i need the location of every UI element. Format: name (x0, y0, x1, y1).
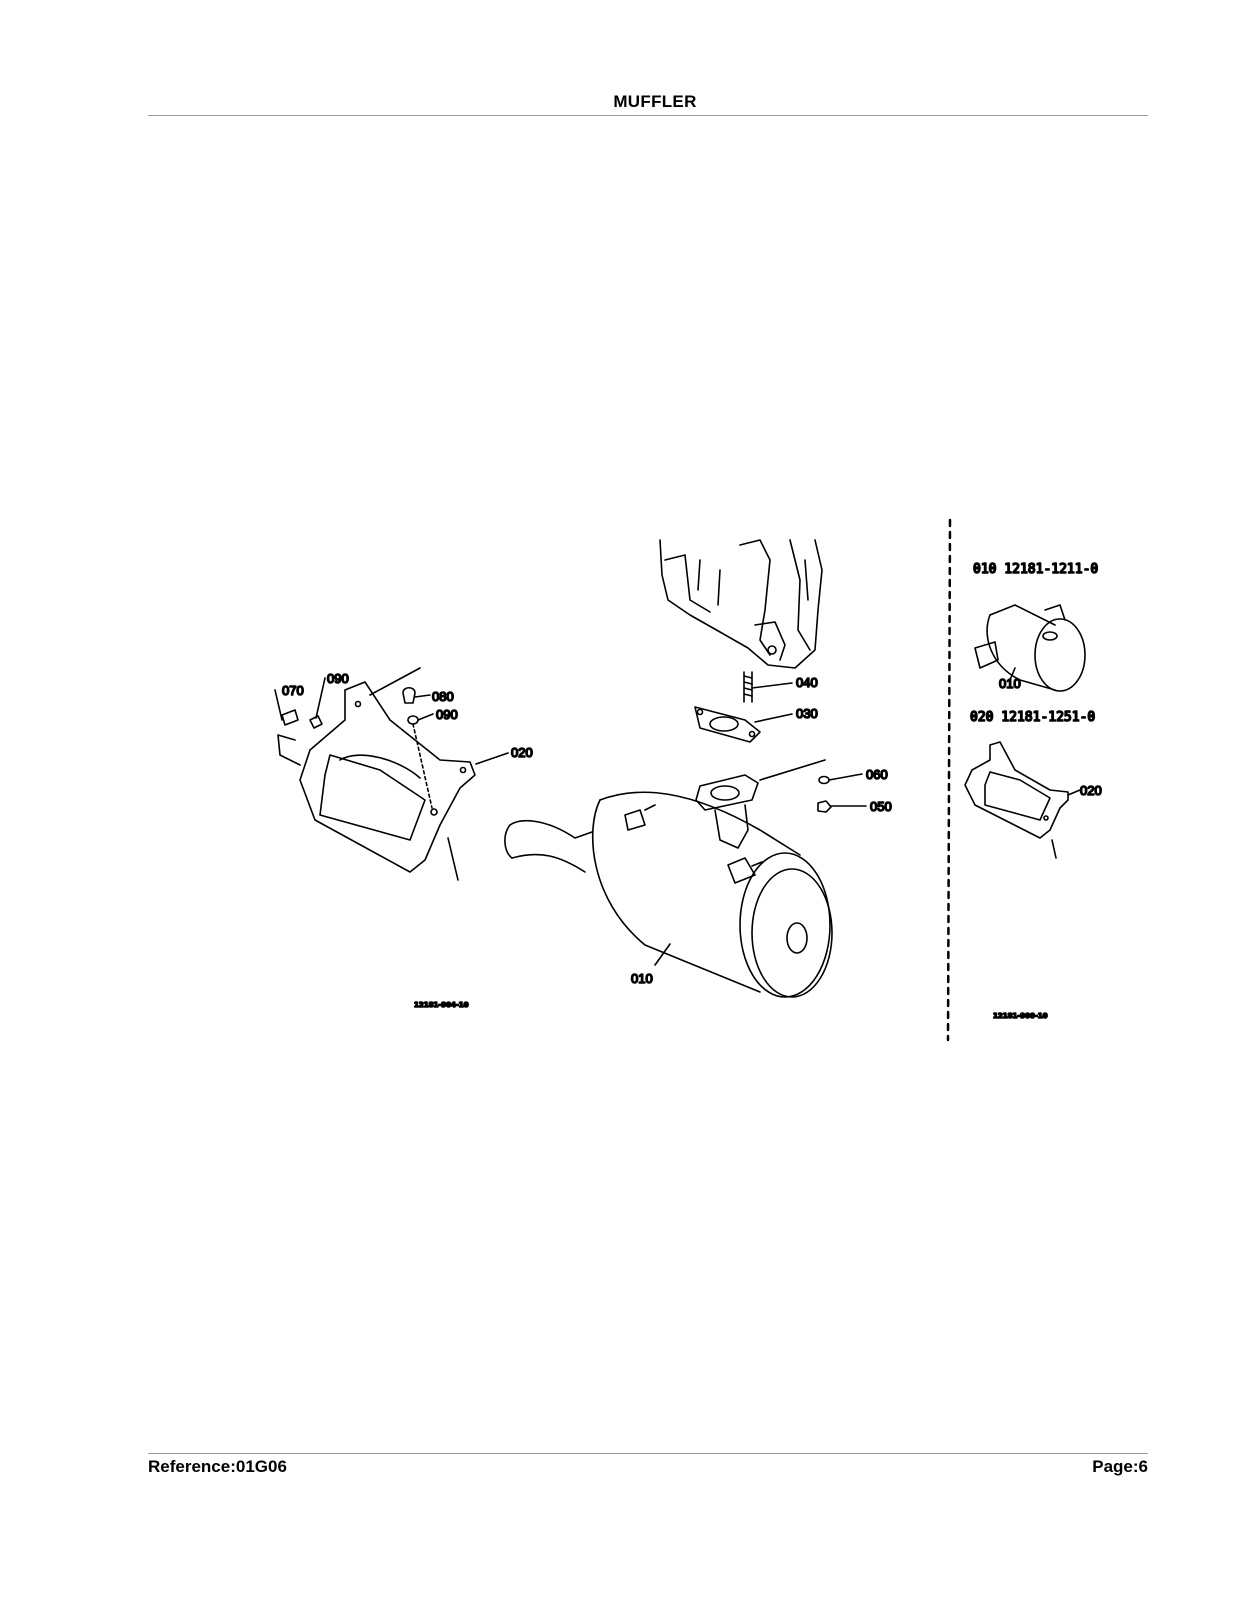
inset-020-header: 020 12181-1251-0 (970, 710, 1095, 725)
label-040: 040 (796, 675, 818, 690)
fasteners-070-080-090-drawing (274, 677, 434, 809)
label-090-nut: 090 (327, 671, 349, 686)
main-figure-code: 12181-904-10 (414, 1001, 469, 1009)
footer-page-number: Page:6 (1092, 1457, 1148, 1476)
engine-block-drawing (659, 539, 823, 669)
label-060: 060 (866, 767, 888, 782)
muffler-010-drawing (504, 759, 833, 998)
label-080: 080 (432, 689, 454, 704)
inset-010-header: 010 12181-1211-0 (973, 562, 1098, 577)
inset-label-010: 010 (999, 676, 1021, 691)
gasket-030-drawing (694, 706, 793, 743)
label-070: 070 (282, 683, 304, 698)
stud-040-drawing (743, 671, 793, 703)
inset-divider (946, 518, 952, 1042)
header-divider (148, 115, 1148, 116)
page-title: MUFFLER (613, 92, 697, 111)
footer-reference: Reference:01G06 (148, 1457, 287, 1476)
label-020: 020 (511, 745, 533, 760)
footer-divider (148, 1453, 1148, 1454)
inset-label-020: 020 (1080, 783, 1102, 798)
label-090-washer: 090 (436, 707, 458, 722)
inset-figure-code: 12181-900-10 (993, 1012, 1048, 1020)
inset-heat-cover-020-drawing (964, 741, 1081, 859)
heat-cover-020-drawing (277, 667, 509, 881)
inset-muffler-010-drawing (974, 604, 1086, 692)
label-030: 030 (796, 706, 818, 721)
label-010: 010 (631, 971, 653, 986)
label-050: 050 (870, 799, 892, 814)
nut-050-washer-060-drawing (817, 773, 867, 813)
